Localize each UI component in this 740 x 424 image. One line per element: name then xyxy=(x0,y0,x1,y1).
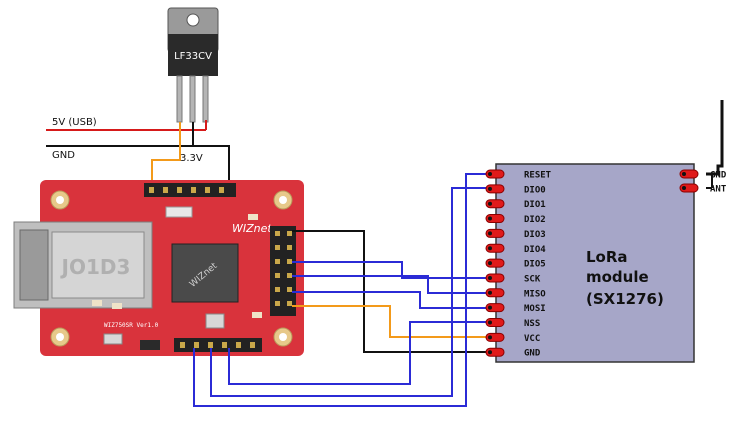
lora-pin-hole xyxy=(488,290,492,295)
wire-3v3 xyxy=(151,122,181,190)
lora-pin-pad xyxy=(679,169,699,179)
lora-pin-pad xyxy=(485,199,505,209)
wire-mosi xyxy=(292,291,494,309)
lora-pin-pad xyxy=(485,347,505,357)
mounting-hole-center xyxy=(56,333,64,341)
spi-header-pins xyxy=(275,231,292,306)
lora-pin-pad xyxy=(485,184,505,194)
lora-pin-hole xyxy=(488,186,492,191)
lora-module-body xyxy=(495,163,695,363)
wiz750sr-board: JO1D3 WIZnet WIZnet WIZ750SR Ver1.0 xyxy=(13,180,304,356)
lora-pin-label: DIO3 xyxy=(524,230,546,240)
lora-pin-pad xyxy=(485,332,505,342)
lora-pin-hole xyxy=(488,275,492,280)
lora-pin-pad xyxy=(485,169,505,179)
jack-embossed-text: JO1D3 xyxy=(60,255,131,279)
wire-miso xyxy=(292,275,494,294)
lora-pin-hole xyxy=(488,350,492,355)
smd-component xyxy=(252,312,262,318)
usb-power-label: 5V (USB) xyxy=(52,117,97,128)
ethernet-jack-face xyxy=(51,231,145,299)
lora-pin-label: MISO xyxy=(524,289,546,299)
lora-pin-label: DIO0 xyxy=(524,185,546,195)
lora-pin-hole xyxy=(488,216,492,221)
spi-pin-header xyxy=(270,226,296,316)
lora-pin-label: DIO2 xyxy=(524,215,546,225)
lora-pin-hole xyxy=(682,172,686,176)
regulator-hole xyxy=(186,13,200,27)
top-header-pins xyxy=(149,187,224,193)
regulator-body xyxy=(168,34,218,76)
main-chip xyxy=(171,243,239,303)
wire-reset xyxy=(193,173,494,407)
smd-component xyxy=(92,300,102,306)
lora-pin-label: GND xyxy=(524,349,541,359)
crystal xyxy=(205,313,225,329)
lora-pin-label: VCC xyxy=(524,334,540,344)
lora-pin-label: DIO5 xyxy=(524,260,546,270)
lora-pin-pad xyxy=(485,228,505,238)
lora-pin-label: NSS xyxy=(524,319,540,329)
lora-title-line3: (SX1276) xyxy=(586,290,664,308)
lora-pin-hole xyxy=(488,231,492,236)
bottom-header-pins xyxy=(180,342,255,348)
lora-title-line1: LoRa xyxy=(586,248,628,266)
wire-nss xyxy=(228,321,494,385)
lora-pin-pad xyxy=(485,318,505,327)
switch xyxy=(103,333,123,345)
lora-pin-label: DIO1 xyxy=(524,200,546,210)
gnd-power-label: GND xyxy=(52,150,75,161)
lora-title-line2: module xyxy=(586,268,649,286)
regulator-leg-gnd xyxy=(189,75,196,123)
regulator-leg-out xyxy=(202,75,209,123)
ethernet-jack-side xyxy=(19,229,49,301)
lora-pin-pad xyxy=(485,214,505,224)
lora-pin-label: SCK xyxy=(524,274,541,284)
lora-pin-label: RESET xyxy=(524,171,552,181)
wire-sck xyxy=(292,261,494,279)
wire-vcc xyxy=(292,305,494,338)
lora-pin-pad xyxy=(485,243,505,253)
mounting-hole-center xyxy=(56,196,64,204)
lora-pin-hole xyxy=(488,172,492,176)
lora-pin-hole xyxy=(488,201,492,206)
board-name-label: WIZ750SR Ver1.0 xyxy=(104,322,159,329)
lora-pin-hole xyxy=(488,305,492,310)
top-pin-header xyxy=(144,183,236,197)
smd-component xyxy=(112,303,122,309)
mounting-hole-center xyxy=(279,196,287,204)
regulator-leg-in xyxy=(176,75,183,123)
lora-pin-hole xyxy=(488,335,492,340)
out-voltage-label: 3.3V xyxy=(180,153,203,164)
smd-component xyxy=(248,214,258,220)
lora-pin-pad xyxy=(485,273,505,283)
lora-pin-hole xyxy=(682,186,686,190)
lora-pin-hole xyxy=(488,246,492,251)
smd-component xyxy=(165,206,193,218)
lora-pin-pad xyxy=(485,303,505,313)
jumper-header xyxy=(140,340,160,350)
lora-pin-label: ANT xyxy=(710,185,727,195)
lora-pin-hole xyxy=(488,320,492,325)
lora-pin-label: DIO4 xyxy=(524,245,546,255)
bottom-pin-header xyxy=(174,338,262,352)
lora-pin-pad xyxy=(485,258,505,268)
lora-pin-hole xyxy=(488,261,492,266)
antenna-wire xyxy=(706,100,724,176)
lora-pin-label: MOSI xyxy=(524,304,546,314)
mounting-hole-center xyxy=(279,333,287,341)
lora-pin-pad xyxy=(485,288,505,298)
board-brand-logo: WIZnet xyxy=(232,222,272,235)
wire-gnd xyxy=(46,145,230,190)
lora-pin-pad xyxy=(679,183,699,193)
lora-module: LoRa module (SX1276) RESET DIO0DIO1DIO2DI… xyxy=(485,163,727,363)
voltage-regulator: LF33CV xyxy=(167,7,219,123)
regulator-part-label: LF33CV xyxy=(174,51,212,62)
